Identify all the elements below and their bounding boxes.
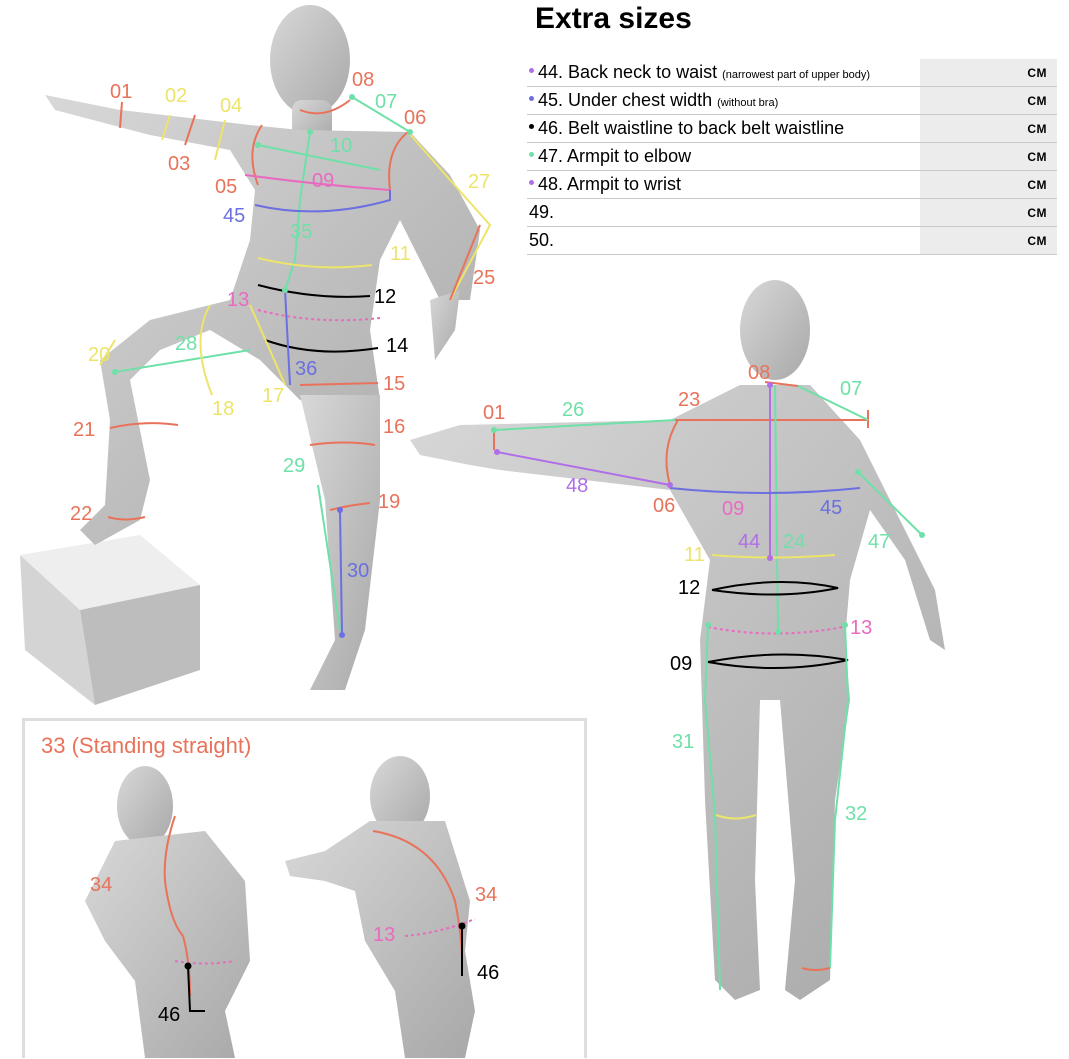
label-34: 34: [475, 884, 497, 906]
label-07: 07: [840, 378, 862, 400]
label-11: 11: [684, 544, 705, 566]
label-15: 15: [383, 373, 405, 395]
label-06: 06: [404, 107, 426, 129]
inset-figures: 34 46 34 13 46: [25, 721, 584, 1058]
label-02: 02: [165, 85, 187, 107]
label-28: 28: [175, 333, 197, 355]
label-14: 14: [386, 335, 408, 357]
label-09: 09: [312, 170, 334, 192]
label-20: 20: [88, 344, 110, 366]
label-45: 45: [820, 497, 842, 519]
label-31: 31: [672, 731, 694, 753]
label-09: 09: [722, 498, 744, 520]
label-12: 12: [374, 286, 396, 308]
label-13: 13: [850, 617, 872, 639]
label-08: 08: [748, 362, 770, 384]
label-24: 24: [783, 531, 805, 553]
label-05: 05: [215, 176, 237, 198]
label-19: 19: [378, 491, 400, 513]
label-03: 03: [168, 153, 190, 175]
label-01: 01: [110, 81, 132, 103]
label-47: 47: [868, 531, 890, 553]
label-12: 12: [678, 577, 700, 599]
step-box: [20, 535, 200, 705]
label-26: 26: [562, 399, 584, 421]
label-46: 46: [477, 962, 499, 984]
label-46: 46: [158, 1004, 180, 1026]
label-23: 23: [678, 389, 700, 411]
standing-straight-inset: 33 (Standing straight) 34: [22, 718, 587, 1058]
label-17: 17: [262, 385, 284, 407]
label-07: 07: [375, 91, 397, 113]
label-21: 21: [73, 419, 95, 441]
label-45: 45: [223, 205, 245, 227]
label-22: 22: [70, 503, 92, 525]
label-08: 08: [352, 69, 374, 91]
label-18: 18: [212, 398, 234, 420]
label-29: 29: [283, 455, 305, 477]
label-44: 44: [738, 531, 760, 553]
label-25: 25: [473, 267, 495, 289]
label-01: 01: [483, 402, 505, 424]
inset-silhouettes: [85, 756, 475, 1058]
label-36: 36: [295, 358, 317, 380]
label-32: 32: [845, 803, 867, 825]
label-34: 34: [90, 874, 112, 896]
label-35: 35: [290, 221, 312, 243]
label-11: 11: [390, 243, 411, 265]
label-13: 13: [373, 924, 395, 946]
label-06: 06: [653, 495, 675, 517]
label-30: 30: [347, 560, 369, 582]
label-04: 04: [220, 95, 242, 117]
label-13: 13: [227, 289, 249, 311]
label-16: 16: [383, 416, 405, 438]
label-48: 48: [566, 475, 588, 497]
label-10: 10: [330, 135, 352, 157]
label-27: 27: [468, 171, 490, 193]
label-09-back: 09: [670, 653, 692, 675]
